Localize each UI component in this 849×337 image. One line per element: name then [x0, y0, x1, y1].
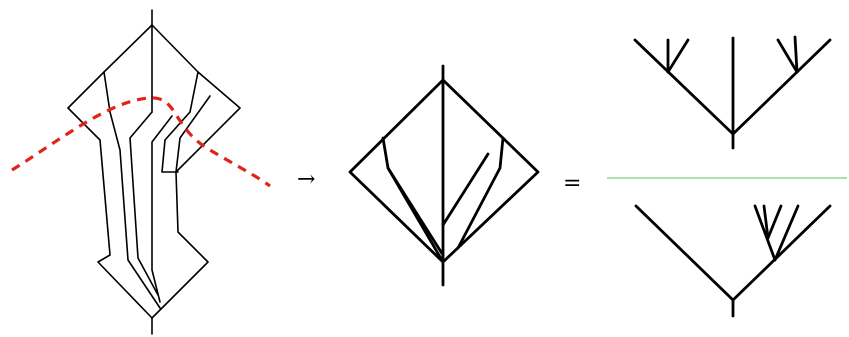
middle-right-inner-2: [441, 152, 490, 227]
equals-symbol: =: [563, 171, 581, 196]
lower-tree: [634, 204, 832, 318]
lower-tree-right-branch: [731, 204, 832, 302]
left-strand-diagram: [11, 9, 271, 335]
upper-tree-left-branch: [633, 38, 735, 136]
middle-right-inner: [456, 136, 505, 250]
left-strand-1: [109, 111, 161, 309]
upper-tree-left-sub-2: [666, 38, 690, 74]
lower-tree-sub-2: [773, 204, 800, 262]
upper-tree-right-sub-1: [776, 38, 799, 74]
upper-tree: [633, 35, 832, 150]
lower-tree-sub-4: [766, 204, 783, 240]
left-inner-top-right: [189, 71, 199, 113]
red-dashed-cut-line: [11, 96, 271, 188]
left-strand-4: [161, 111, 191, 173]
upper-tree-right-sub-2: [793, 35, 799, 74]
middle-left-inner: [381, 136, 445, 257]
middle-left-inner-2: [386, 166, 445, 264]
left-inner-top-left: [103, 71, 111, 113]
lower-tree-left-branch: [634, 204, 735, 302]
arrow-symbol: →: [297, 167, 315, 192]
left-strand-2: [129, 111, 159, 296]
left-outer-diamond: [67, 24, 241, 319]
upper-tree-right-branch: [731, 38, 832, 136]
left-strand-3: [151, 115, 173, 303]
middle-diamond-diagram: [348, 64, 540, 287]
lower-tree-sub-1: [753, 204, 777, 262]
lower-tree-sub-3: [762, 204, 770, 240]
left-strand-5: [175, 95, 211, 173]
